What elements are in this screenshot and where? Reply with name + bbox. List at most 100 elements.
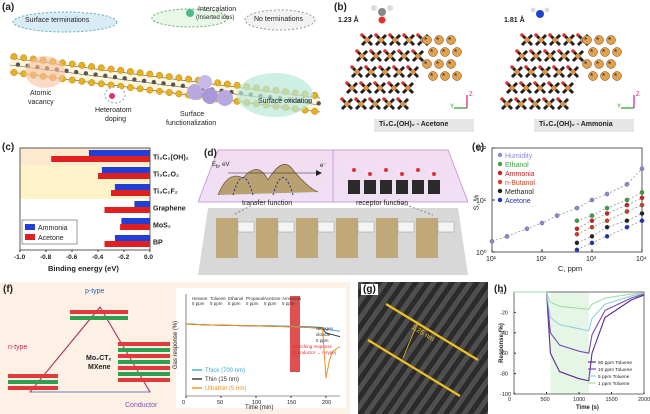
o-atom <box>360 33 364 37</box>
ti-atom <box>386 101 392 107</box>
legend-marker <box>497 161 503 167</box>
gas-molecule <box>384 168 388 172</box>
ti-atom <box>401 53 407 59</box>
legend-label: Acetone <box>505 198 531 205</box>
o-atom <box>392 65 396 69</box>
category-label: Ti₃C₂O₂ <box>153 172 179 179</box>
star-mark: * <box>614 48 617 57</box>
metal-atom <box>97 80 105 88</box>
metal-atom <box>68 60 76 68</box>
ti-atom <box>570 69 576 75</box>
legend-marker <box>497 197 503 203</box>
star-mark: * <box>454 48 457 57</box>
n-type-label: n-type <box>8 344 28 351</box>
o-atom <box>345 81 349 85</box>
ti-atom <box>364 37 370 43</box>
carbon-atom <box>151 79 156 85</box>
data-point-acetone <box>589 240 595 246</box>
sensor-strip <box>376 218 398 258</box>
gas-label: Hexane <box>192 296 208 301</box>
electrode-pad <box>317 221 335 233</box>
ti-atom <box>372 101 378 107</box>
panel-g: (g) 1.25 nm <box>358 282 488 414</box>
data-point-humidity <box>554 213 560 218</box>
x-tick-label: 0.0 <box>144 254 153 261</box>
x-tick-label: 10² <box>536 256 547 263</box>
data-point-methanol <box>624 218 630 223</box>
gas-molecule <box>432 172 436 176</box>
surface-atom <box>422 35 432 45</box>
ti-atom <box>537 85 543 91</box>
legend-label: Ethanol <box>505 162 529 169</box>
bar-acetone <box>120 224 150 230</box>
data-point-n-butanol <box>589 224 595 230</box>
sensor-strip <box>296 218 318 258</box>
heteroatom-label-1: Heteroatom <box>95 107 132 114</box>
bar-acetone <box>104 241 150 247</box>
data-point-humidity <box>589 197 595 203</box>
legend-label: Thick (700 nm) <box>205 368 245 374</box>
panel-d-ylabel-e: E <box>212 162 217 168</box>
surface-oxidation-label: Surface oxidation <box>258 98 313 105</box>
intercalation-label: Intercalation <box>198 6 237 13</box>
o-atom <box>571 49 575 53</box>
o-atom <box>402 33 406 37</box>
x-tick-label: 2000 <box>638 397 650 403</box>
o-atom <box>528 97 532 101</box>
y-tick-label: 10⁰ <box>476 249 487 257</box>
metal-atom <box>97 64 105 72</box>
fit-line <box>491 168 643 242</box>
gas-molecule <box>397 170 401 174</box>
data-point-humidity <box>639 166 645 171</box>
metal-atom <box>136 85 144 93</box>
bar-acetone <box>51 156 151 162</box>
o-atom <box>561 81 565 85</box>
mxene-layer <box>118 342 170 346</box>
x-tick-label: 10¹ <box>486 256 497 263</box>
series-line <box>514 291 645 382</box>
bar-ammonia <box>88 150 150 156</box>
data-point-ethanol <box>624 197 630 203</box>
electron-label: e⁻ <box>320 163 327 169</box>
no-terminations-label: No terminations <box>254 16 304 23</box>
panel-f-label: (f) <box>3 284 13 295</box>
data-point-ethanol <box>639 190 645 195</box>
o-atom <box>401 81 405 85</box>
gas-molecule <box>349 166 353 170</box>
o-atom <box>350 65 354 69</box>
gas-label: Ammonia <box>282 296 302 301</box>
bar-ammonia <box>114 184 150 190</box>
ti-atom <box>410 69 416 75</box>
star-mark: * <box>448 36 451 45</box>
surface-atom <box>452 47 462 57</box>
ti-atom <box>363 85 369 91</box>
star-mark: * <box>602 72 605 81</box>
mxene-layer <box>8 380 58 384</box>
surface-atom <box>582 35 592 45</box>
metal-atom <box>311 107 319 115</box>
carbon-atom <box>316 101 321 106</box>
metal-atom <box>175 74 183 82</box>
legend-swatch <box>25 234 35 240</box>
category-label: BP <box>153 240 163 247</box>
panel-e-ylabel: S, % <box>471 194 481 211</box>
bar-ammonia <box>121 218 150 224</box>
legend-marker <box>497 179 503 185</box>
gas-molecule <box>381 166 385 170</box>
o-atom <box>556 97 560 101</box>
receptor-function-label: receptor function <box>356 200 409 207</box>
center-label-1: Mo₂CTₓ <box>86 355 112 362</box>
plot-frame <box>19 147 151 251</box>
star-mark: * <box>430 48 433 57</box>
legend-swatch <box>25 224 35 230</box>
ti-atom <box>523 85 529 91</box>
gas-conc-label: 5 ppm <box>282 301 295 306</box>
data-point-acetone <box>604 234 610 239</box>
x-tick-label: 0 <box>182 400 185 406</box>
data-point-humidity <box>539 220 545 226</box>
carbon-atom <box>180 83 186 88</box>
y-tick-label: 0 <box>500 290 503 296</box>
surface-atom <box>612 71 622 81</box>
x-tick-label: -0.2 <box>118 254 130 261</box>
